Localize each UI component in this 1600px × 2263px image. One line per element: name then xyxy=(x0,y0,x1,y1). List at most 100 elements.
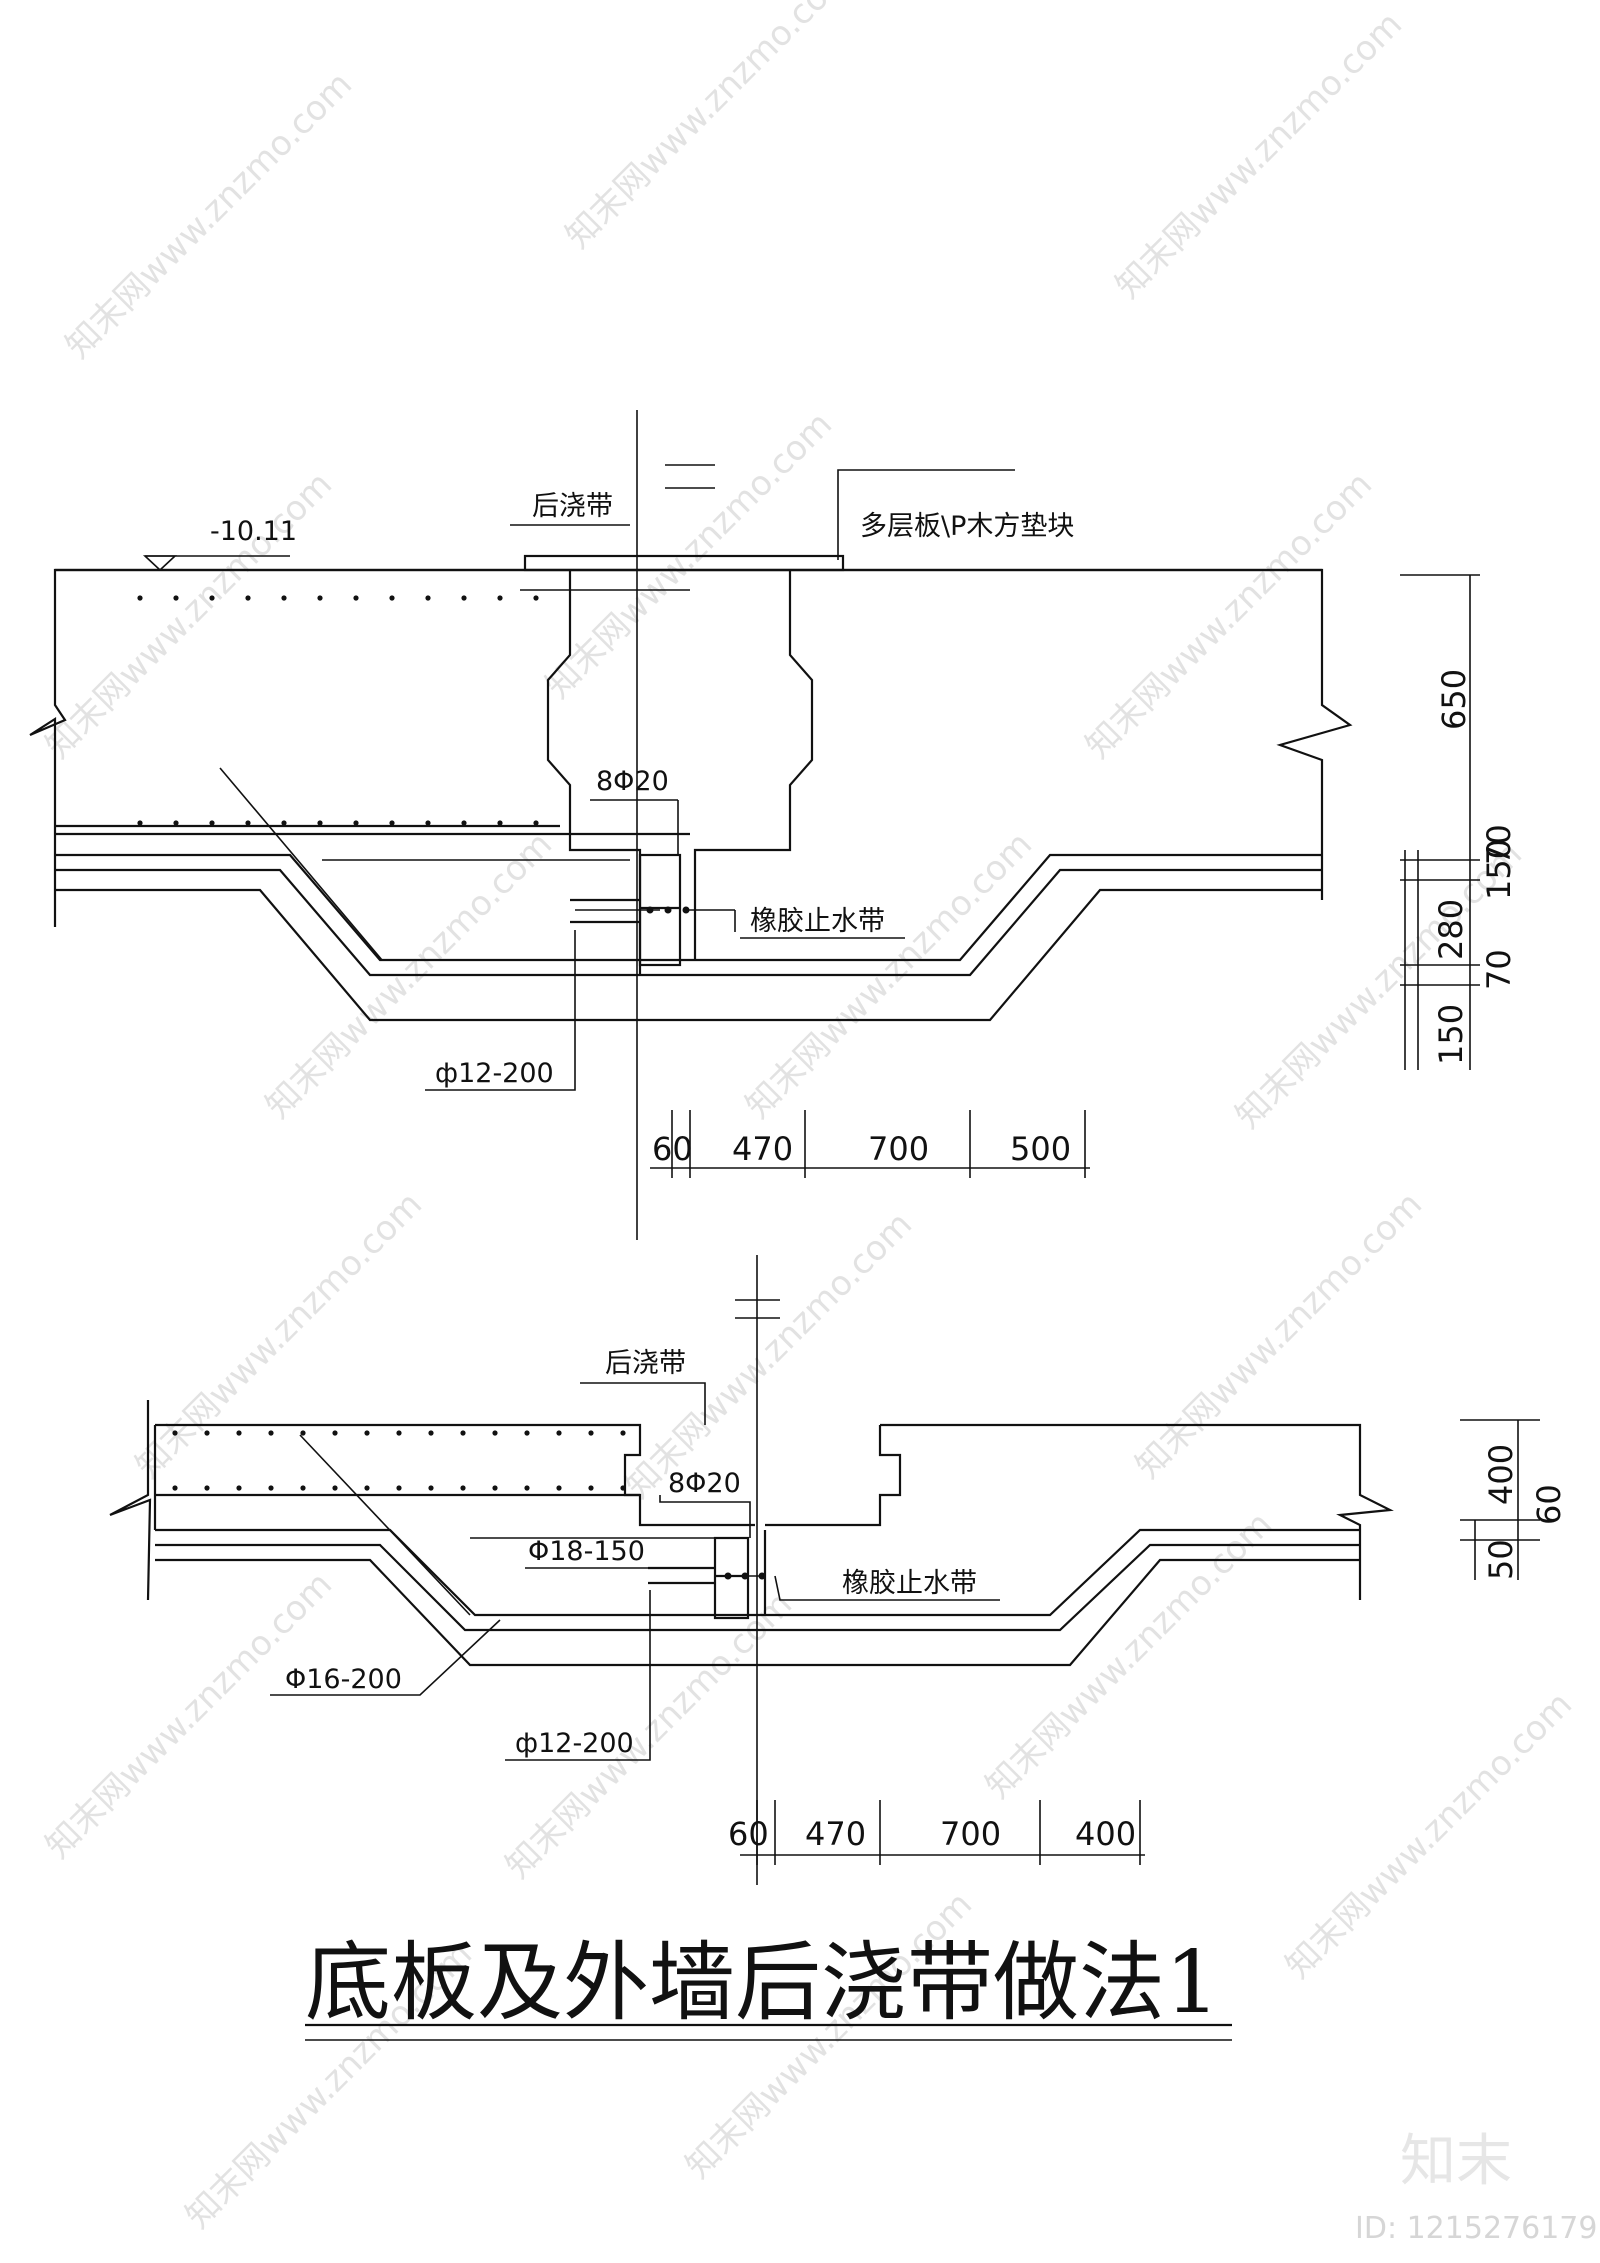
top-hdim-60: 60 xyxy=(652,1130,693,1168)
bottom-rebar-c-label: ф12-200 xyxy=(515,1728,634,1759)
rebar-dot xyxy=(461,820,467,826)
rebar-dot xyxy=(137,595,143,601)
bottom-waterstop-leader xyxy=(774,1575,1000,1601)
rebar-dot xyxy=(317,595,323,601)
top-vdim-70a: 70 xyxy=(1480,824,1518,865)
rebar-dot xyxy=(588,1485,594,1491)
top-sunken-layer-3 xyxy=(55,888,1322,1022)
rebar-dot xyxy=(236,1430,242,1436)
watermark-text: 知末网www.znzmo.com xyxy=(128,1184,430,1486)
rebar-dot xyxy=(317,820,323,826)
bottom-sunken-2 xyxy=(155,1543,1360,1632)
rebar-dot xyxy=(620,1485,626,1491)
top-hdim-470: 470 xyxy=(732,1130,793,1168)
rebar-dot xyxy=(172,1430,178,1436)
rebar-dot xyxy=(492,1430,498,1436)
rebar-dot xyxy=(281,820,287,826)
rebar-dot xyxy=(332,1485,338,1491)
rebar-dot xyxy=(497,595,503,601)
top-waterstop-node-1 xyxy=(646,906,654,914)
watermark-text: 知末网www.znzmo.com xyxy=(1128,1184,1430,1486)
top-strip-cavity-right xyxy=(693,570,814,960)
rebar-dot xyxy=(396,1430,402,1436)
bottom-vdim-60: 60 xyxy=(1530,1484,1568,1525)
rebar-dot xyxy=(428,1485,434,1491)
top-vdim-70b: 70 xyxy=(1480,949,1518,990)
rebar-dot xyxy=(460,1485,466,1491)
bottom-rebar-b-leader xyxy=(270,1619,501,1696)
rebar-dot xyxy=(364,1485,370,1491)
top-post-cast-strip-label: 后浇带 xyxy=(532,491,613,522)
bottom-sunken-1 xyxy=(155,1528,1360,1617)
rebar-dot xyxy=(497,820,503,826)
rebar-dot xyxy=(428,1430,434,1436)
top-diagonal xyxy=(219,767,383,961)
rebar-dot xyxy=(533,595,539,601)
rebar-dot xyxy=(396,1485,402,1491)
top-hdim-500: 500 xyxy=(1010,1130,1071,1168)
watermark-text: 知末网www.znzmo.com xyxy=(678,1884,980,2186)
bottom-rebar-b-label: Φ16-200 xyxy=(285,1664,402,1695)
rebar-dot xyxy=(389,595,395,601)
bottom-strip-label-leader xyxy=(580,1382,706,1425)
top-detail: -10.11 后浇带 多层板\P木方垫块 8Φ20 橡胶止水带 ф12-200 … xyxy=(29,410,1518,1240)
bottom-sunken-3 xyxy=(155,1558,1360,1667)
watermark-text: 知末网www.znzmo.com xyxy=(1278,1684,1580,1986)
bottom-hdim-700: 700 xyxy=(940,1815,1001,1853)
rebar-dot xyxy=(236,1485,242,1491)
rebar-dot xyxy=(353,820,359,826)
rebar-dot xyxy=(268,1430,274,1436)
rebar-dot xyxy=(425,820,431,826)
bottom-rebar-main-leader xyxy=(659,1495,751,1538)
bottom-hdim-400: 400 xyxy=(1075,1815,1136,1853)
rebar-dot xyxy=(524,1430,530,1436)
top-rebar-dist-leader xyxy=(425,930,576,1091)
top-strip-cavity-left xyxy=(546,570,642,975)
rebar-dot xyxy=(524,1485,530,1491)
bottom-waterstop-node-3 xyxy=(758,1572,766,1580)
rebar-dot xyxy=(137,820,143,826)
bottom-wall-right xyxy=(880,1423,1394,1600)
watermark-id: ID: 1215276179 xyxy=(1355,2211,1597,2246)
rebar-dot xyxy=(245,820,251,826)
rebar-dot xyxy=(556,1485,562,1491)
bottom-vdim-50: 50 xyxy=(1482,1539,1520,1580)
bottom-rebar-cage xyxy=(713,1536,750,1620)
bottom-hdim-60: 60 xyxy=(728,1815,769,1853)
top-formwork-leader xyxy=(837,469,1015,560)
bottom-diagonal xyxy=(299,1434,471,1616)
rebar-dot xyxy=(172,1485,178,1491)
rebar-dot xyxy=(204,1430,210,1436)
bottom-detail: 后浇带 8Φ20 Φ18-150 橡胶止水带 Φ16-200 ф12-200 4… xyxy=(109,1255,1568,1885)
rebar-dot xyxy=(209,820,215,826)
top-vdim-150a: 150 xyxy=(1480,839,1518,900)
bottom-waterstop-node-1 xyxy=(724,1572,732,1580)
top-waterstop-node-2 xyxy=(664,906,672,914)
bottom-rebar-dots-upper xyxy=(172,1430,626,1436)
rebar-dot xyxy=(173,820,179,826)
top-slab-outline-left xyxy=(29,568,1353,927)
rebar-dot xyxy=(556,1430,562,1436)
rebar-dot xyxy=(533,820,539,826)
bottom-waterstop-node-2 xyxy=(741,1572,749,1580)
bottom-rebar-a-label: Φ18-150 xyxy=(528,1536,645,1567)
rebar-dot xyxy=(245,595,251,601)
top-rebar-dots-upper xyxy=(137,595,539,601)
rebar-dot xyxy=(204,1485,210,1491)
rebar-dot xyxy=(492,1485,498,1491)
rebar-dot xyxy=(332,1430,338,1436)
top-rebar-dist-label: ф12-200 xyxy=(435,1058,554,1089)
top-rebar-dots-lower xyxy=(137,820,539,826)
watermark-text: 知末网www.znzmo.com xyxy=(38,1564,340,1866)
bottom-rebar-main-label: 8Φ20 xyxy=(668,1468,741,1499)
bottom-post-cast-strip-label: 后浇带 xyxy=(605,1348,686,1379)
bottom-rebar-dots-lower xyxy=(172,1485,626,1491)
rebar-dot xyxy=(268,1485,274,1491)
bottom-slab-left xyxy=(109,1400,152,1601)
rebar-dot xyxy=(300,1485,306,1491)
rebar-dot xyxy=(620,1430,626,1436)
rebar-dot xyxy=(173,595,179,601)
top-vdim-650: 650 xyxy=(1435,669,1473,730)
rebar-dot xyxy=(461,595,467,601)
watermark-text: 知末网www.znzmo.com xyxy=(978,1504,1280,1806)
